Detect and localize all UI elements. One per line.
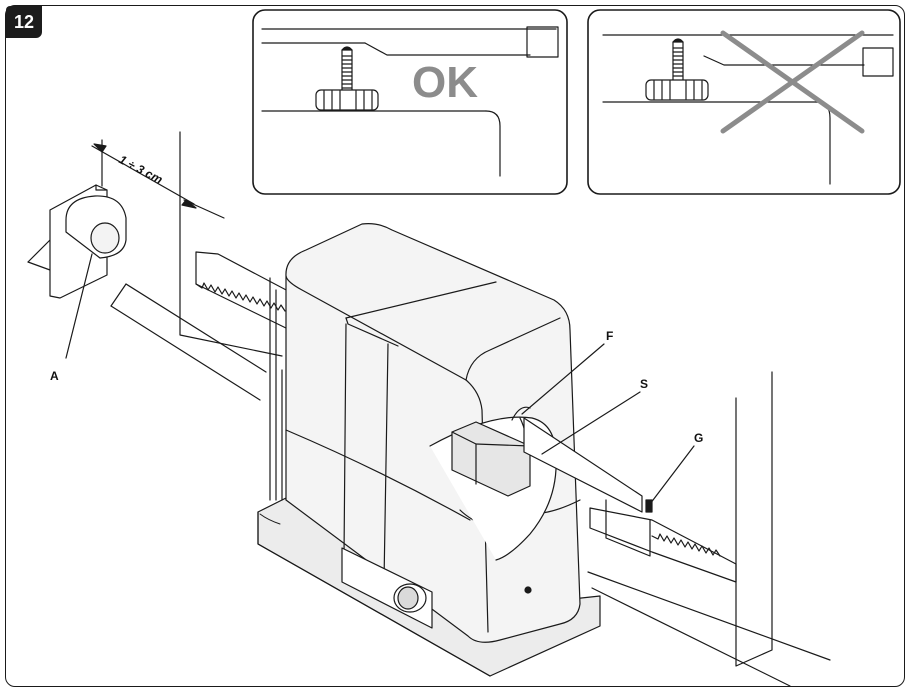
- inset-correct-position: [252, 9, 568, 195]
- limit-switch-plate: [451, 417, 643, 513]
- rack-right: [589, 499, 737, 583]
- label-s-leader: [541, 391, 641, 455]
- dimension-line: [91, 139, 225, 219]
- ground-line: [587, 571, 831, 661]
- ground-line: [125, 283, 267, 373]
- label-a: A: [50, 369, 59, 383]
- ground-line: [110, 305, 261, 401]
- gate-post: [179, 131, 283, 357]
- gate-post-right: [735, 371, 773, 667]
- status-ok-text: OK: [412, 58, 478, 107]
- label-g: G: [694, 431, 703, 445]
- figure-number-badge: 12: [6, 6, 42, 38]
- stop-screw-icon: [315, 46, 379, 111]
- stop-screw-icon-incorrect: [645, 38, 709, 101]
- label-g-leader: [649, 445, 695, 505]
- inset-incorrect-position: [587, 9, 901, 195]
- figure-frame: [5, 5, 905, 687]
- fixing-screw-icon: [645, 499, 653, 513]
- release-knob: [341, 547, 433, 629]
- mechanical-stop: [27, 184, 127, 299]
- label-a-leader: [65, 253, 93, 359]
- label-f-leader: [521, 343, 605, 415]
- cross-icon: [720, 30, 865, 134]
- label-f: F: [606, 329, 613, 343]
- dimension-text: 1 ÷ 3 cm: [117, 152, 166, 187]
- label-s: S: [640, 377, 648, 391]
